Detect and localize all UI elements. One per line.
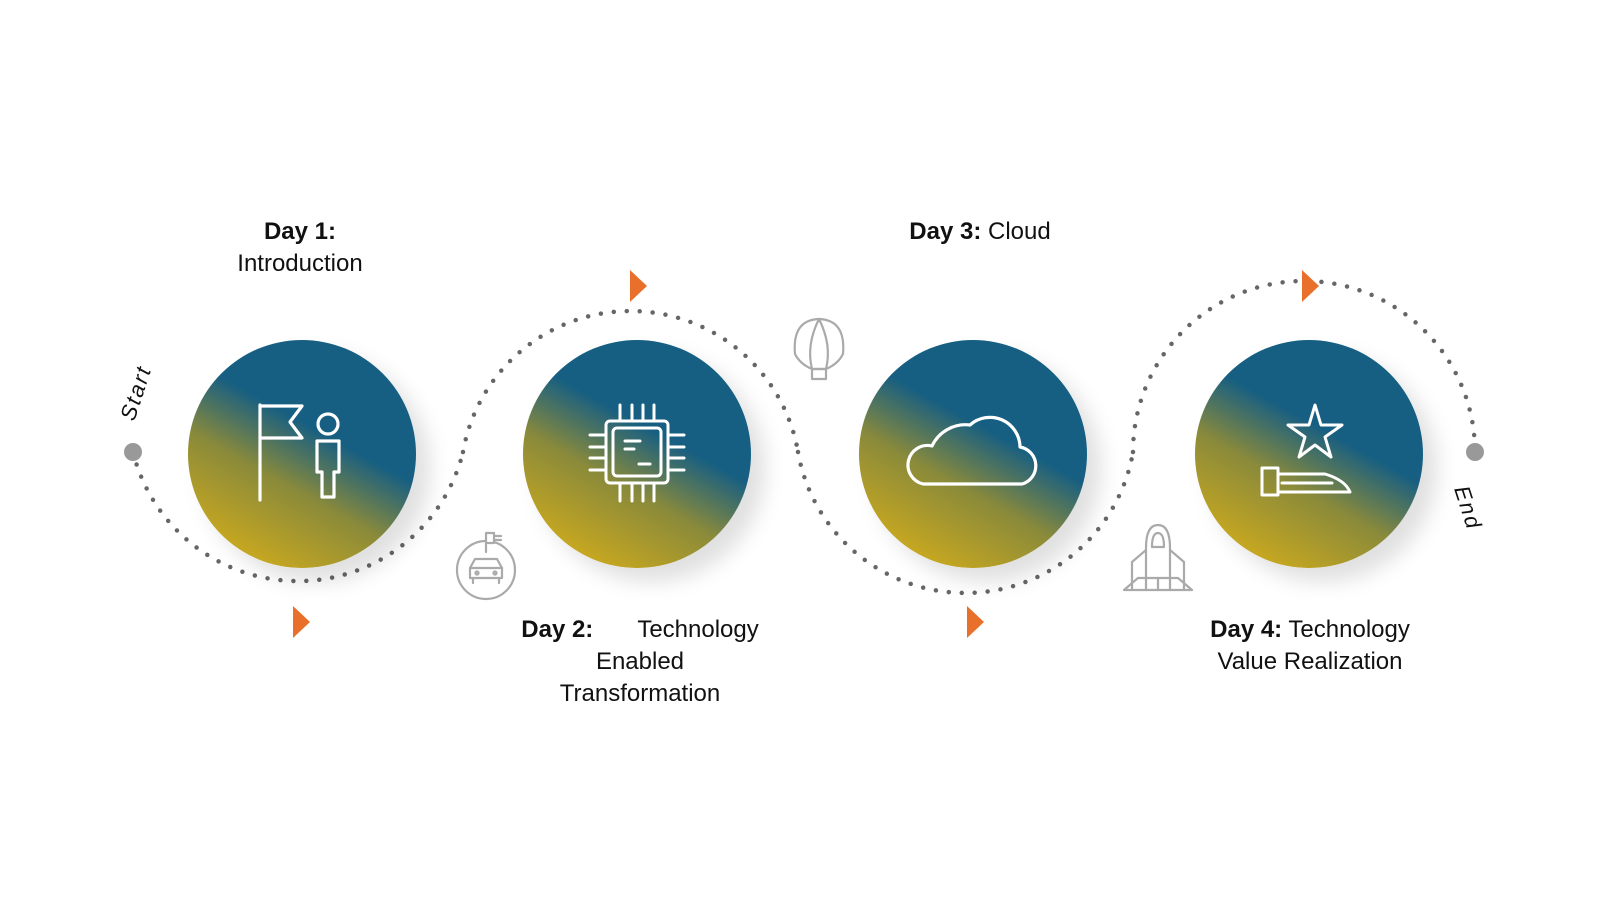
arrow-marker-3 (967, 606, 984, 638)
arc-day2 (460, 308, 801, 455)
day1-label: Day 1: Introduction (200, 216, 400, 280)
day2-text-line2: Enabled (595, 648, 685, 675)
day3-circle (859, 340, 1087, 568)
day2-text-line1: Technology (637, 616, 759, 643)
arrow-marker-1 (293, 606, 310, 638)
day4-title: Day 4: (1210, 616, 1283, 643)
day4-label: Day 4: Technology Value Realization (1180, 614, 1440, 678)
arc-day4 (1130, 278, 1478, 455)
day1-circle (188, 340, 416, 568)
day3-label: Day 3: Cloud (860, 216, 1100, 248)
day1-text-line2: Introduction (237, 250, 363, 277)
hand-star-icon (1260, 403, 1352, 497)
day2-title: Day 2: (521, 616, 594, 643)
cloud-icon (906, 415, 1038, 486)
day2-label: Day 2: Technology Enabled Transformation (500, 614, 780, 710)
arc-day3 (795, 449, 1136, 596)
day2-circle (523, 340, 751, 568)
day2-text-line3: Transformation (559, 680, 721, 707)
day4-text-line2: Value Realization (1217, 648, 1403, 675)
day3-title: Day 3: (909, 218, 982, 245)
day3-text-line1: Cloud (988, 218, 1051, 245)
dotted-path (130, 278, 1478, 596)
end-point (1466, 443, 1484, 461)
chip-icon (588, 403, 686, 503)
day1-title: Day 1: (263, 218, 337, 245)
start-point (124, 443, 142, 461)
day4-text-line1: Technology (1288, 616, 1410, 643)
flag-person-icon (258, 403, 341, 502)
electric-car-icon (455, 531, 517, 601)
hot-air-balloon-icon (793, 317, 845, 381)
day4-circle (1195, 340, 1423, 568)
space-shuttle-icon (1122, 523, 1194, 592)
arrow-marker-4 (1302, 270, 1319, 302)
arrow-marker-2 (630, 270, 647, 302)
